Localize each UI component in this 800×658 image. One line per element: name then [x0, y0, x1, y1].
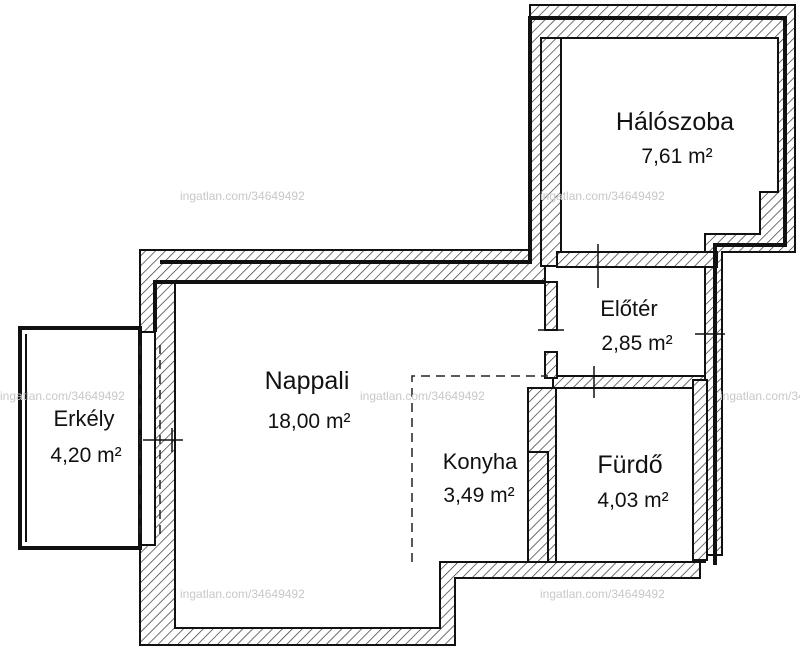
bedroom-left-wall	[540, 37, 562, 267]
room-area-furdo: 4,03 m²	[597, 489, 668, 512]
top-wall-line	[160, 16, 787, 565]
watermark: ingatlan.com/34649492	[720, 389, 800, 403]
kitchen-dashed-boundary	[411, 375, 548, 562]
room-area-halo: 7,61 m²	[641, 145, 712, 168]
hall-bath-wall	[552, 375, 706, 389]
room-label-erkely: Erkély	[53, 406, 114, 431]
kitchen-notch	[527, 451, 549, 563]
outer-wall-line	[153, 280, 545, 332]
room-area-erkely: 4,20 m²	[50, 444, 121, 467]
watermark: ingatlan.com/34649492	[180, 587, 305, 601]
watermark: ingatlan.com/34649492	[180, 189, 305, 203]
bedroom-bottom-wall	[556, 251, 718, 268]
room-label-eloter: Előtér	[600, 296, 657, 321]
room-label-furdo: Fürdő	[597, 451, 662, 479]
watermark: ingatlan.com/34649492	[0, 389, 125, 403]
room-area-konyha: 3,49 m²	[443, 484, 514, 507]
bath-right-wall	[692, 379, 708, 561]
hall-left-wall-lower	[544, 351, 558, 379]
watermark: ingatlan.com/34649492	[360, 389, 485, 403]
room-label-konyha: Konyha	[443, 449, 518, 474]
balcony-outline	[18, 326, 142, 550]
hall-left-wall	[544, 281, 558, 331]
room-label-nappali: Nappali	[265, 367, 350, 395]
room-area-nappali: 18,00 m²	[268, 410, 351, 433]
room-area-eloter: 2,85 m²	[601, 332, 672, 355]
room-label-halo: Hálószoba	[616, 108, 734, 136]
watermark: ingatlan.com/34649492	[540, 587, 665, 601]
watermark: ingatlan.com/34649492	[540, 189, 665, 203]
